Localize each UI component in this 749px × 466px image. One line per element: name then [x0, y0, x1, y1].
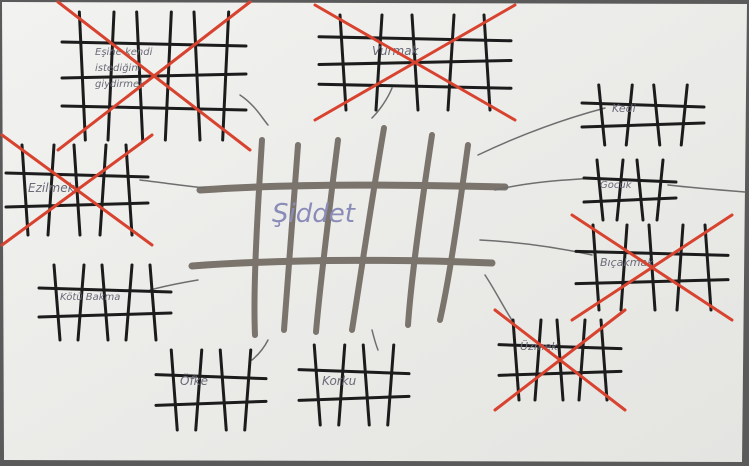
grid-label: Kötü Bakma: [60, 292, 120, 303]
center-label: Şiddet: [272, 199, 356, 229]
grid-label: Üzmek: [520, 340, 558, 353]
grid-label: Korku: [322, 374, 357, 388]
grid-label: Kedi: [612, 102, 636, 115]
grid-label: Öfke: [180, 372, 208, 388]
grid-label: Gocuk: [600, 180, 633, 191]
